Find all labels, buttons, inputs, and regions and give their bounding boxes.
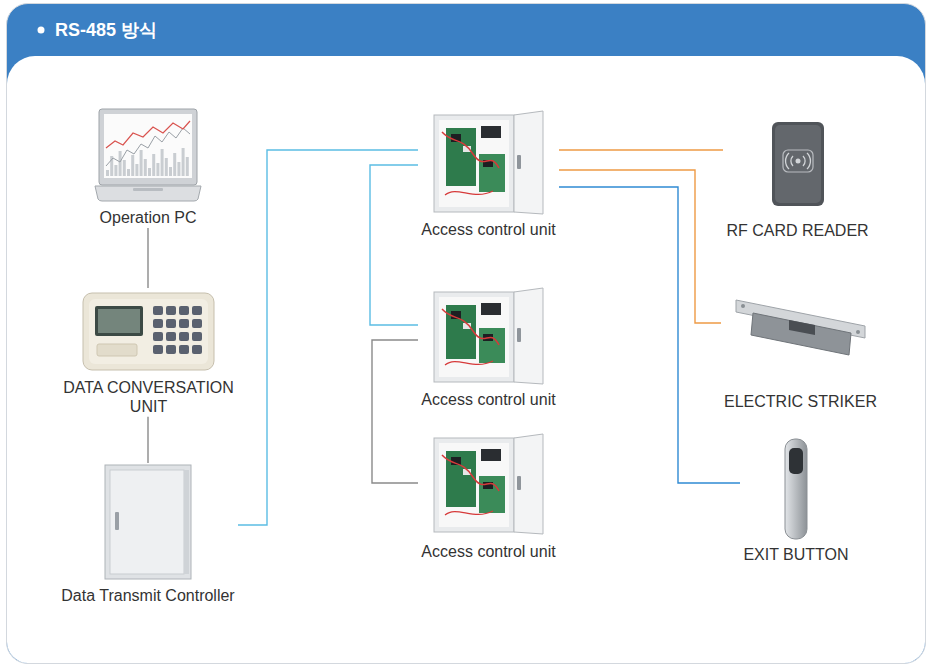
data-transmit-controller: Data Transmit Controller [58,463,238,606]
data-conversion-unit: DATA CONVERSATION UNIT [53,288,244,417]
access-control-unit: Access control unit [418,287,559,410]
laptop-picture [93,108,203,203]
device-label: Access control unit [421,221,555,240]
rs485-wire [559,149,723,150]
access-control-unit: Access control unit [418,110,559,240]
control-cabinet-picture [433,433,545,535]
bullet [33,22,49,38]
rs485-wire [372,340,418,483]
device-label: Access control unit [421,543,555,562]
device-label: DATA CONVERSATION UNIT [56,379,241,417]
header: RS-485 방식 [33,17,157,43]
electric-strike: ELECTRIC STRIKER [721,288,880,412]
rs485-wire [147,228,148,288]
cabinet-picture [103,463,193,581]
card-reader: RF CARD READER [723,120,872,241]
operation-pc: Operation PC [90,108,206,228]
rs485-wire [559,170,721,323]
electric-strike-picture [733,288,868,363]
rs485-wire [370,165,418,325]
rs485-wire [559,187,740,483]
control-cabinet-picture [433,110,545,215]
device-label: Access control unit [421,391,555,410]
device-label: Operation PC [100,209,197,228]
exit-button: EXIT BUTTON [740,438,852,565]
device-label: Data Transmit Controller [61,587,234,606]
device-label: EXIT BUTTON [743,546,848,565]
card-reader-picture [770,120,826,208]
terminal-picture [81,288,216,373]
diagram-title: RS-485 방식 [55,18,157,42]
device-label: ELECTRIC STRIKER [724,393,877,412]
access-control-unit: Access control unit [418,433,559,562]
control-cabinet-picture [433,287,545,385]
device-label: RF CARD READER [726,222,868,241]
rs485-wire [238,150,418,525]
exit-button-picture [783,438,809,540]
rs485-wire [147,417,148,463]
